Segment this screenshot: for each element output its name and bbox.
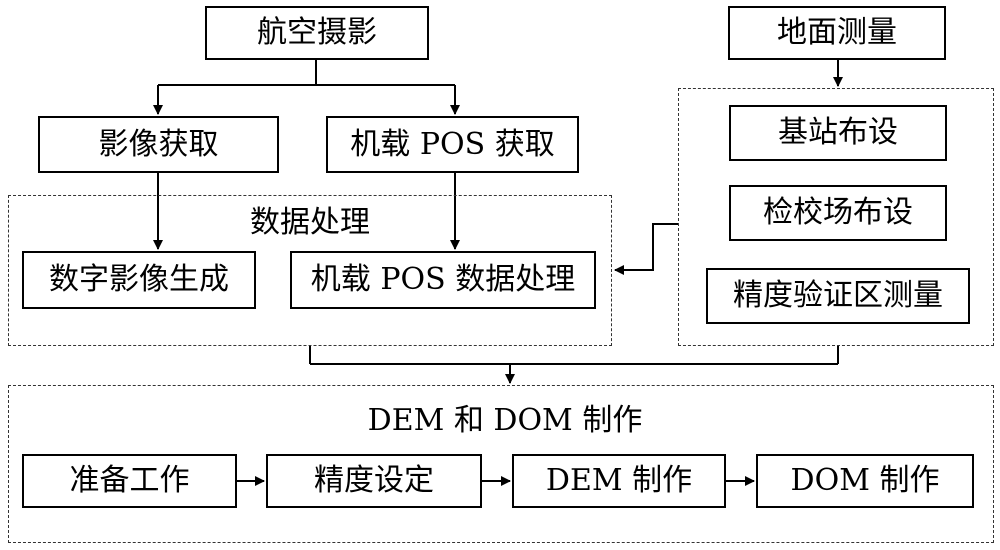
dom-production-node: DOM 制作 — [756, 454, 974, 508]
dem-dom-group-title: DEM 和 DOM 制作 — [367, 403, 643, 438]
calibration-field-node: 检校场布设 — [729, 185, 947, 241]
base-station-node: 基站布设 — [729, 105, 947, 161]
aerial-photography-node: 航空摄影 — [205, 6, 429, 60]
accuracy-setting-node: 精度设定 — [266, 454, 482, 508]
image-acquisition-node: 影像获取 — [38, 116, 279, 173]
data-processing-group — [8, 195, 612, 346]
data-processing-group-title: 数据处理 — [250, 205, 370, 240]
accuracy-area-node: 精度验证区测量 — [706, 268, 970, 324]
ground-survey-group — [678, 88, 994, 346]
dem-production-node: DEM 制作 — [512, 454, 726, 508]
pos-acquisition-node: 机载 POS 获取 — [326, 116, 579, 173]
pos-processing-node: 机载 POS 数据处理 — [290, 251, 596, 309]
edge-ground-group-to-pos-processing — [614, 223, 678, 275]
dem-dom-group — [8, 385, 994, 543]
ground-survey-node: 地面测量 — [728, 6, 946, 60]
preparation-node: 准备工作 — [22, 454, 237, 508]
digital-image-node: 数字影像生成 — [22, 251, 256, 309]
